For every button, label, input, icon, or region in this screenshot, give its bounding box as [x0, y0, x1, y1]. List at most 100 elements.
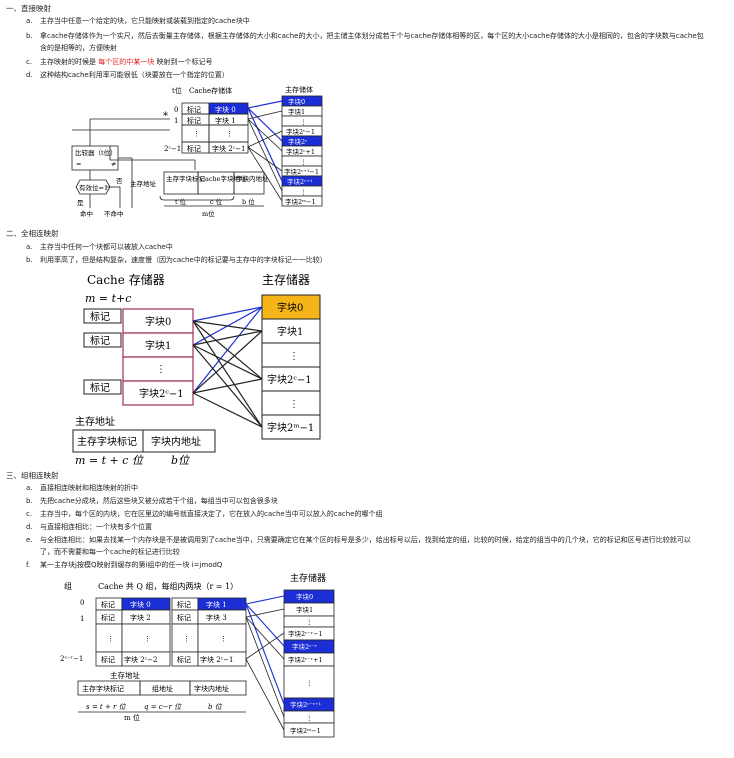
addr-field-tag: 主存字块标记 — [82, 684, 124, 693]
ellipsis: ⋮ — [306, 679, 313, 687]
cache-block-cell: 字块 2 — [130, 613, 151, 622]
m-bits-label: m位 — [202, 209, 215, 218]
addr-field-offset: 字块内地址 — [194, 684, 229, 693]
row-index: 1 — [174, 117, 178, 125]
addr-field-tag: 主存字块标记 — [166, 174, 206, 183]
addr-field-offset: 字块内地址 — [236, 174, 269, 183]
addr-field-cache: Cache字块地址 — [200, 174, 247, 183]
main-block-cell: 字块1 — [288, 107, 305, 116]
star-marker: * — [163, 111, 168, 122]
bits-label: s = t + r 位 — [86, 703, 127, 711]
bits-label: t 位 — [175, 197, 187, 206]
section-heading-full: 二、全相连映射 — [6, 229, 59, 238]
main-block-cell: 字块2ᵐ−1 — [290, 726, 321, 735]
tag-cell: 标记 — [187, 105, 201, 114]
address-label: 主存地址 — [130, 179, 157, 188]
main-block-cell: 字块2ᶜ−1 — [286, 127, 315, 136]
yes-label: 是 — [77, 199, 84, 207]
ellipsis: ⋮ — [289, 351, 299, 362]
main-block-cell: 字块2ᶜ⁻ʳ−1 — [288, 629, 323, 638]
section-heading-set: 三、组相连映射 — [6, 471, 59, 480]
ellipsis: ⋮ — [300, 118, 307, 126]
cache-title: Cache存储体 — [189, 86, 232, 95]
bits-label: m = t + c 位 — [75, 454, 144, 467]
main-block-cell: 字块2ᶜ⁻ʳ+1 — [288, 655, 323, 664]
main-block-cell: 字块1 — [296, 605, 313, 614]
row-index: 1 — [80, 615, 84, 623]
tag-cell: 标记 — [101, 655, 115, 664]
hit-label: 命中 — [80, 209, 93, 218]
address-label: 主存地址 — [110, 670, 140, 680]
cache-title: Cache 存储器 — [87, 272, 165, 287]
tag-cell: 标记 — [101, 600, 115, 609]
tag-cell: 标记 — [187, 116, 201, 125]
bits-label: c 位 — [210, 197, 223, 206]
cache-block-cell: 字块 2ᶜ−1 — [200, 655, 233, 664]
cache-block-cell: 字块 1 — [206, 600, 227, 609]
cache-block-cell: 字块 0 — [215, 105, 236, 114]
cache-block-cell: 字块0 — [145, 315, 171, 328]
ellipsis: ⋮ — [156, 364, 166, 375]
highlighted-text: 每个区的中某一块 — [98, 58, 155, 66]
main-block-cell: 字块2ᶜ⁺¹−1 — [284, 167, 319, 176]
addr-field-tag: 主存字块标记 — [77, 435, 137, 448]
row-index: 0 — [174, 106, 178, 114]
cache-block-cell: 字块 2ᶜ−1 — [212, 144, 245, 153]
full-assoc-diagram: Cache 存储器 主存储器 m = t+c 标记 标记 标记 字块0 字块1 … — [72, 272, 321, 467]
cache-block-cell: 字块 3 — [206, 613, 227, 622]
tag-cell: 标记 — [90, 311, 110, 323]
main-block-cell: 字块1 — [277, 325, 303, 338]
cache-block-cell: 字块1 — [145, 339, 171, 352]
ellipsis: ⋮ — [306, 618, 313, 626]
tag-cell: 标记 — [177, 600, 191, 609]
ellipsis: ⋮ — [220, 635, 227, 643]
miss-label: 不命中 — [104, 209, 124, 218]
main-block-cell: 字块2ᶜ⁻ʳ⁺¹ — [290, 700, 322, 709]
tag-cell: 标记 — [90, 382, 110, 394]
no-label: 否 — [116, 177, 123, 185]
main-block-cell: 字块2ᵐ−1 — [267, 421, 314, 434]
ellipsis: ⋮ — [306, 714, 313, 722]
main-memory-title: 主存储器 — [262, 272, 310, 287]
m-bits-label: m 位 — [124, 713, 140, 722]
main-block-cell: 字块0 — [277, 301, 303, 314]
ellipsis: ⋮ — [107, 635, 114, 643]
ellipsis: ⋮ — [300, 188, 307, 196]
main-block-cell: 字块2ᶜ — [288, 137, 308, 146]
tag-cell: 标记 — [177, 655, 191, 664]
equal-label: = — [76, 160, 81, 168]
cache-block-cell: 字块 2ᶜ−2 — [124, 655, 157, 664]
main-memory-title: 主存储体 — [285, 85, 313, 94]
tag-cell: 标记 — [177, 613, 191, 622]
tag-cell: 标记 — [187, 144, 201, 153]
ellipsis: ⋮ — [226, 130, 233, 138]
main-memory-title: 主存储器 — [290, 572, 326, 584]
t-bits-label: t位 — [172, 86, 182, 95]
tag-cell: 标记 — [101, 613, 115, 622]
valid-bit-check: 有效位=1 — [79, 183, 108, 192]
cache-desc: Cache 共 Q 组，每组内两块（r = 1） — [98, 581, 238, 591]
main-block-cell: 字块0 — [296, 592, 313, 601]
main-block-cell: 字块0 — [288, 97, 305, 106]
not-equal-label: ≠ — [111, 160, 116, 168]
ellipsis: ⋮ — [300, 158, 307, 166]
group-label: 组 — [64, 581, 72, 591]
main-block-cell: 字块2ᶜ⁺¹ — [287, 177, 313, 186]
tag-cell: 标记 — [90, 335, 110, 347]
ellipsis: ⋮ — [183, 635, 190, 643]
cache-block-cell: 字块 0 — [130, 600, 151, 609]
main-block-cell: 字块2ᵐ−1 — [285, 197, 316, 206]
bits-label: b 位 — [208, 703, 223, 711]
section-heading-direct: 一、直接映射 — [6, 4, 51, 13]
main-block-cell: 字块2ᶜ−1 — [267, 373, 312, 386]
main-block-cell: 字块2ᶜ+1 — [286, 147, 315, 156]
addr-field-offset: 字块内地址 — [151, 435, 201, 448]
row-index: 2ᶜ−1 — [164, 145, 181, 153]
ellipsis: ⋮ — [144, 635, 151, 643]
set-assoc-diagram: 组 Cache 共 Q 组，每组内两块（r = 1） 主存储器 0 1 2ᶜ⁻ʳ… — [60, 572, 335, 738]
address-label: 主存地址 — [75, 415, 115, 428]
addr-field-set: 组地址 — [152, 684, 173, 693]
formula: m = t+c — [85, 292, 131, 305]
ellipsis: ⋮ — [289, 399, 299, 410]
direct-mapping-diagram: t位 Cache存储体 主存储体 0 1 2ᶜ−1 * 标记 字块 0 标记 字… — [71, 85, 323, 218]
